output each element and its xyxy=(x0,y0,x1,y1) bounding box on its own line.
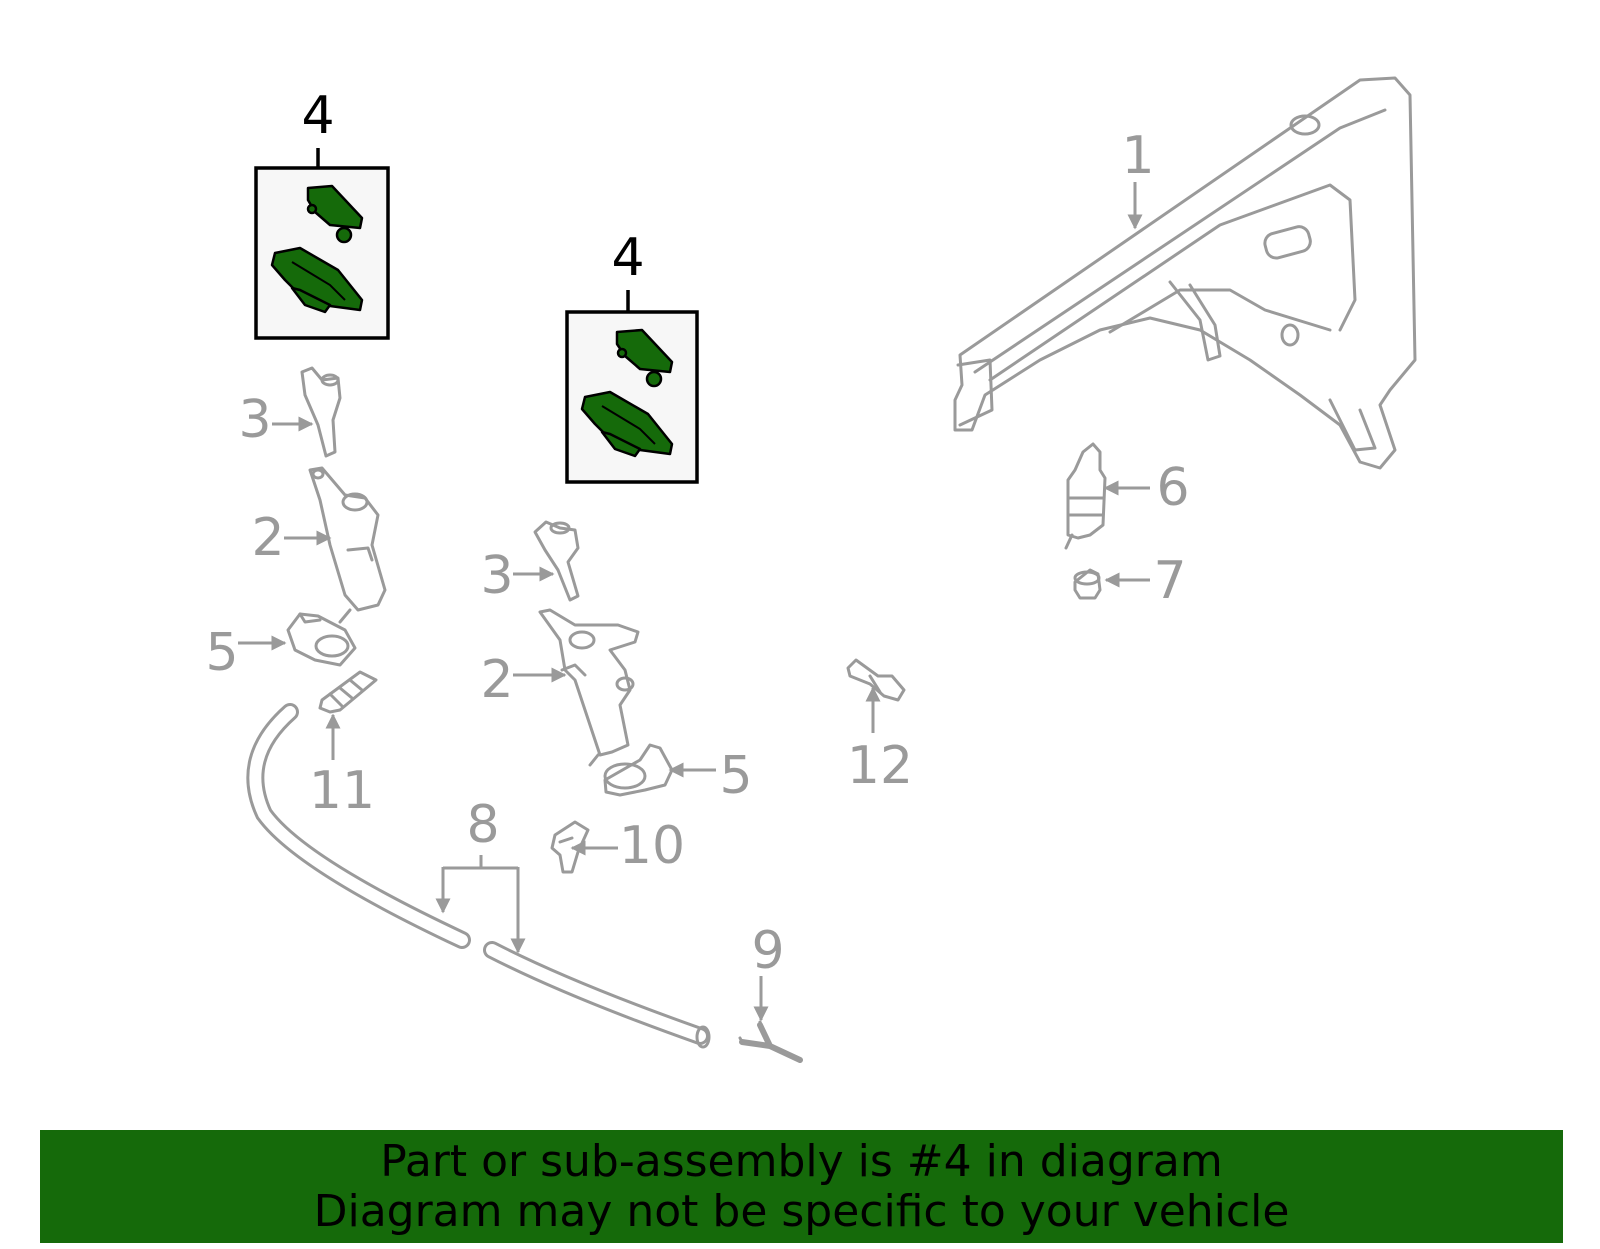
callout-4-right: 4 xyxy=(611,228,644,288)
y-joint-9 xyxy=(738,1020,803,1063)
info-banner: Part or sub-assembly is #4 in diagram Di… xyxy=(40,1130,1563,1243)
callout-5-left: 5 xyxy=(205,623,238,683)
nozzle-cover-large-left xyxy=(270,246,364,314)
nozzle-cover-large-right xyxy=(580,390,674,458)
banner-line-1: Part or sub-assembly is #4 in diagram xyxy=(380,1135,1223,1187)
nozzle-right xyxy=(533,520,580,602)
callout-2-left: 2 xyxy=(251,508,284,568)
callout-3-right: 3 xyxy=(480,546,513,606)
washer-pump-6 xyxy=(1064,442,1107,550)
callout-10: 10 xyxy=(619,816,685,876)
parts-diagram: 1 4 4 xyxy=(205,76,1417,1063)
connector-11 xyxy=(318,670,378,714)
callout-4-left: 4 xyxy=(301,86,334,146)
grommet-7 xyxy=(1073,568,1102,600)
washer-reservoir-tank xyxy=(953,76,1417,470)
bracket-left xyxy=(286,612,357,667)
callout-8: 8 xyxy=(466,795,499,855)
callout-6: 6 xyxy=(1156,458,1189,518)
connector-12 xyxy=(846,658,906,702)
leader-8-bar xyxy=(443,855,518,870)
callout-11: 11 xyxy=(309,761,375,821)
callout-1: 1 xyxy=(1121,126,1154,186)
clip-10 xyxy=(550,820,590,874)
callout-9: 9 xyxy=(751,921,784,981)
callout-2-right: 2 xyxy=(480,650,513,710)
highlight-box-4b: 4 xyxy=(565,228,699,484)
callout-3-left: 3 xyxy=(238,390,271,450)
washer-cylinder-left xyxy=(308,466,387,624)
nozzle-left xyxy=(300,366,342,458)
highlight-box-4a: 4 xyxy=(254,86,390,340)
callout-5-right: 5 xyxy=(719,746,752,806)
washer-cylinder-right xyxy=(538,608,640,767)
washer-hose xyxy=(246,703,711,1049)
bracket-right xyxy=(603,743,674,797)
nozzle-cover-small-left xyxy=(306,184,364,244)
nozzle-cover-small-right xyxy=(615,328,674,388)
callout-7: 7 xyxy=(1153,551,1186,611)
banner-line-2: Diagram may not be specific to your vehi… xyxy=(313,1185,1290,1237)
callout-12: 12 xyxy=(847,736,913,796)
